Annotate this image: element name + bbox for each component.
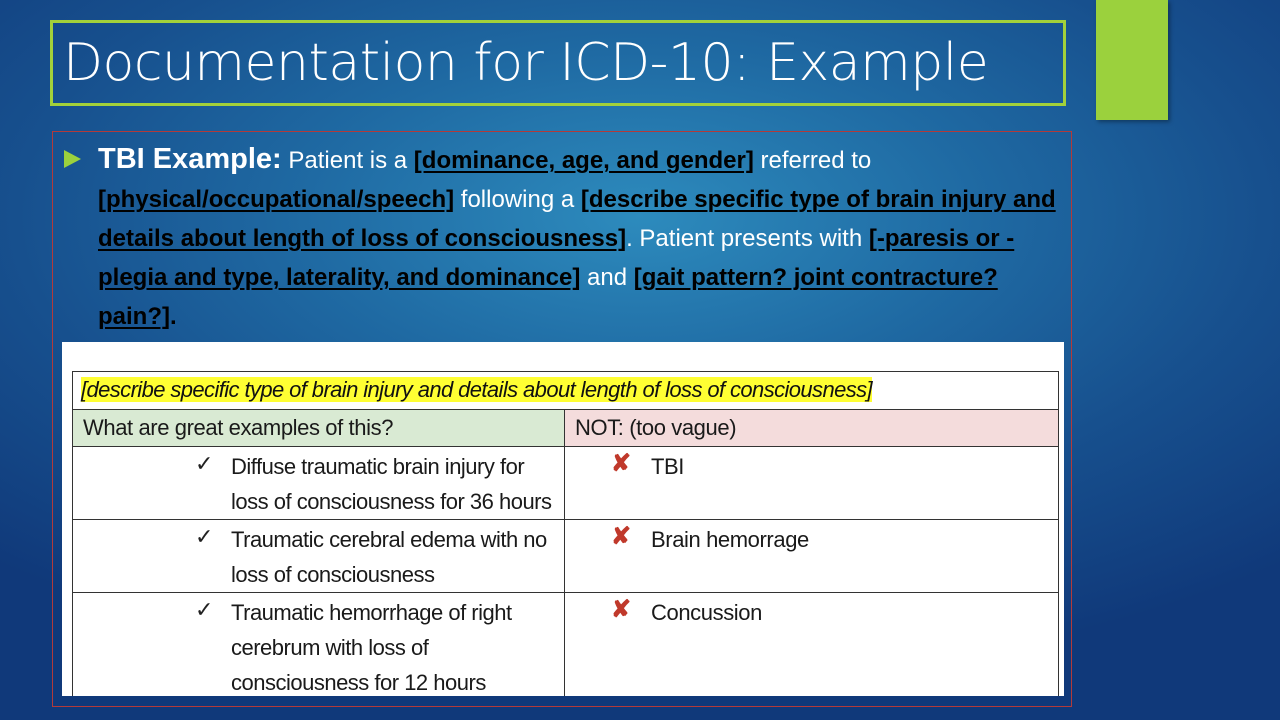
check-icon: ✓ [195,524,214,549]
cross-icon: ✘ [611,450,632,477]
placeholder-therapy: [physical/occupational/speech] [98,186,455,213]
bullet-arrow-icon [64,150,81,168]
text-segment: following a [454,186,581,213]
content-box [52,131,1072,707]
bad-example-cell: ✘ TBI [563,446,1060,520]
table-row: ✓ Traumatic hemorrhage of right cerebrum… [72,592,1060,696]
placeholder-paresis: [-paresis or -plegia and type, lateralit… [98,225,1015,291]
text-segment: . [170,303,177,330]
cross-icon: ✘ [611,523,632,550]
table-header-text: [describe specific type of brain injury … [81,377,873,402]
check-icon: ✓ [195,597,214,622]
table-row: ✓ Diffuse traumatic brain injury for los… [72,446,1060,520]
bad-example-cell: ✘ Concussion [563,592,1060,696]
table-header-cell: [describe specific type of brain injury … [71,371,1060,410]
bad-example-text: Brain hemorrage [651,527,809,552]
table-subheader-row: What are great examples of this? NOT: (t… [72,409,1060,447]
text-segment: and [580,264,634,291]
examples-table-panel: [describe specific type of brain injury … [62,342,1064,696]
bad-example-cell: ✘ Brain hemorrage [563,519,1060,593]
lead-text: TBI Example: [98,143,282,175]
bad-example-text: TBI [651,454,685,479]
text-segment: Patient is a [281,147,414,174]
cross-icon: ✘ [611,596,632,623]
title-box: Documentation for ICD-10: Example [50,20,1066,106]
placeholder-gait: [gait pattern? joint contracture? pain?] [98,264,998,330]
table-row: ✓ Traumatic cerebral edema with no loss … [72,519,1060,593]
check-icon: ✓ [195,451,214,476]
good-example-text: Diffuse traumatic brain injury for loss … [231,454,552,514]
column-header-bad: NOT: (too vague) [563,409,1060,447]
slide-title: Documentation for ICD-10: Example [63,33,989,93]
examples-table: [describe specific type of brain injury … [71,371,1060,696]
placeholder-dominance: [dominance, age, and gender] [413,147,754,174]
table-header-row: [describe specific type of brain injury … [71,371,1060,410]
placeholder-injury: [describe specific type of brain injury … [98,186,1056,252]
good-example-cell: ✓ Traumatic hemorrhage of right cerebrum… [72,592,565,696]
good-example-cell: ✓ Diffuse traumatic brain injury for los… [72,446,565,520]
example-paragraph: TBI Example: Patient is a [dominance, ag… [98,140,1064,336]
good-example-cell: ✓ Traumatic cerebral edema with no loss … [72,519,565,593]
text-segment: . Patient presents with [626,225,869,252]
good-example-text: Traumatic hemorrhage of right cerebrum w… [231,600,512,695]
bad-example-text: Concussion [651,600,762,625]
text-segment: referred to [753,147,872,174]
good-example-text: Traumatic cerebral edema with no loss of… [231,527,547,587]
column-header-good: What are great examples of this? [72,409,565,447]
accent-block [1096,0,1168,120]
